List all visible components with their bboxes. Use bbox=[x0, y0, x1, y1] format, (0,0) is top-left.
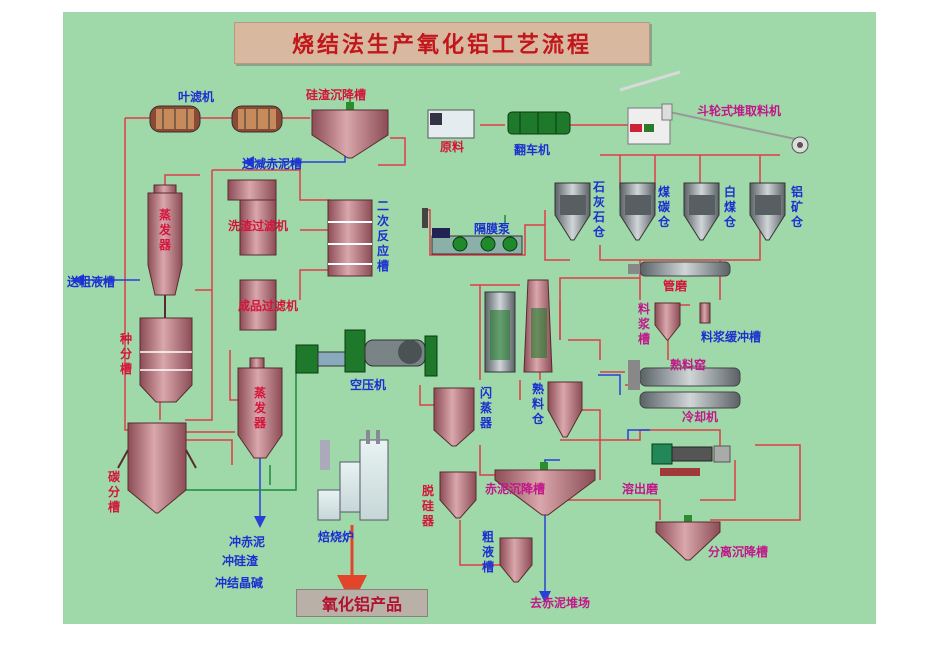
leaf-filter-2 bbox=[231, 105, 283, 133]
label-calciner: 焙烧炉 bbox=[318, 530, 355, 544]
calciner bbox=[317, 430, 389, 521]
label-red-mud-settler: 赤泥沉降槽 bbox=[485, 482, 546, 496]
desilication bbox=[439, 471, 477, 519]
label-leaf-filter: 叶滤机 bbox=[178, 90, 215, 104]
label-evaporator-1: 蒸 发 器 bbox=[158, 208, 171, 252]
diaphragm-pump bbox=[422, 208, 523, 255]
label-crude-tank: 粗 液 槽 bbox=[481, 530, 494, 574]
product-box: 氧化铝产品 bbox=[296, 589, 428, 617]
label-product-filter: 成品过滤机 bbox=[238, 299, 299, 313]
label-to-washer-mud: 送减赤泥槽 bbox=[242, 157, 303, 171]
seed-tank bbox=[139, 317, 193, 403]
label-raw-material: 原料 bbox=[440, 140, 465, 154]
label-wash-red-mud: 冲赤泥 bbox=[229, 535, 266, 549]
flash-evaporator bbox=[433, 387, 475, 447]
label-diaphragm-pump: 隔膜泵 bbox=[474, 222, 511, 236]
separation-settler bbox=[655, 515, 721, 561]
label-slurry-buffer: 料浆缓冲槽 bbox=[701, 330, 762, 344]
label-carbon-tank: 碳 分 槽 bbox=[107, 470, 120, 514]
product-filter bbox=[239, 279, 277, 331]
bucket-wheel-stacker bbox=[619, 70, 809, 154]
silica-settler bbox=[311, 102, 389, 159]
label-clinker-kiln: 熟料窑 bbox=[670, 358, 707, 372]
label-seed-tank: 种 分 槽 bbox=[119, 332, 132, 376]
label-wash-crystal: 冲结晶碱 bbox=[215, 576, 264, 590]
label-slurry-tank: 料 浆 槽 bbox=[637, 302, 650, 346]
label-flash-evaporator: 闪 蒸 器 bbox=[479, 386, 492, 430]
label-compressor: 空压机 bbox=[350, 378, 387, 392]
column-1 bbox=[484, 291, 516, 373]
label-coal-bin: 煤 碳 仓 bbox=[657, 185, 670, 229]
air-compressor bbox=[295, 329, 438, 377]
label-limestone-bin: 石 灰 石 仓 bbox=[592, 180, 605, 239]
carbon-tank bbox=[117, 422, 197, 514]
label-desilication: 脱 硅 器 bbox=[421, 484, 434, 528]
crude-tank bbox=[499, 537, 533, 583]
clinker-bin bbox=[547, 381, 583, 438]
evaporator-1 bbox=[147, 184, 183, 318]
slurry-buffer-tank bbox=[699, 302, 711, 324]
limestone-bin bbox=[554, 182, 591, 241]
label-dissolver: 溶出磨 bbox=[622, 482, 659, 496]
label-to-crude-tank: 送粗液槽 bbox=[67, 275, 116, 289]
raw-material-hopper bbox=[427, 109, 475, 139]
label-clinker-bin: 熟 料 仓 bbox=[531, 382, 544, 426]
tube-mill bbox=[628, 261, 731, 277]
label-wash-silica: 冲硅渣 bbox=[222, 554, 259, 568]
coal-bin bbox=[619, 182, 656, 241]
cooler bbox=[639, 391, 741, 409]
washing-filter bbox=[227, 179, 277, 256]
slurry-tank bbox=[654, 302, 681, 341]
label-car-dumper: 翻车机 bbox=[514, 143, 551, 157]
label-second-reactor: 二 次 反 应 槽 bbox=[376, 199, 389, 273]
second-reactor bbox=[327, 199, 373, 277]
clinker-kiln bbox=[628, 360, 741, 390]
label-cooler: 冷却机 bbox=[682, 410, 719, 424]
ore-bin bbox=[749, 182, 786, 241]
label-separation-settler: 分离沉降槽 bbox=[708, 545, 769, 559]
evaporator-2 bbox=[237, 357, 283, 459]
leaf-filter-1 bbox=[149, 105, 201, 133]
label-bucket-stacker: 斗轮式堆取料机 bbox=[697, 104, 782, 118]
red-mud-settler bbox=[494, 462, 596, 516]
white-coal-bin bbox=[683, 182, 720, 241]
dissolver-mill bbox=[651, 443, 731, 476]
label-silica-settler: 硅渣沉降槽 bbox=[306, 88, 367, 102]
label-washing-filter: 洗渣过滤机 bbox=[228, 219, 289, 233]
label-ore-bin: 铝 矿 仓 bbox=[790, 185, 803, 229]
label-evaporator-2: 蒸 发 器 bbox=[253, 386, 266, 430]
label-mill: 管磨 bbox=[663, 279, 688, 293]
label-red-mud-yard: 去赤泥堆场 bbox=[530, 596, 591, 610]
label-white-coal-bin: 白 煤 仓 bbox=[723, 185, 736, 229]
diagram-title: 烧结法生产氧化铝工艺流程 bbox=[234, 22, 650, 64]
column-2 bbox=[523, 279, 553, 373]
car-dumper bbox=[507, 111, 571, 135]
